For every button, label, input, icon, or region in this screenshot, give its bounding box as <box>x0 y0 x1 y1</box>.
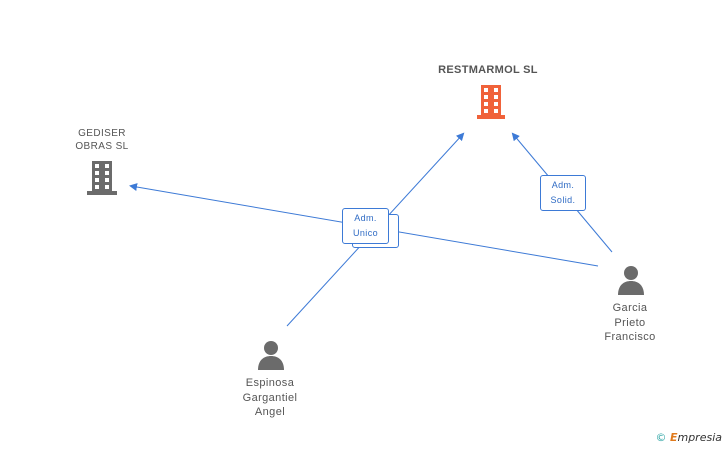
company-name-gediser[interactable]: GEDISER OBRAS SL <box>75 128 129 152</box>
edge-label-adm-solid[interactable]: Adm. Solid. <box>540 175 586 211</box>
building-icon[interactable] <box>86 161 118 195</box>
brand-name: mpresia <box>677 431 722 444</box>
person-name-espinosa[interactable]: Espinosa Gargantiel Angel <box>242 377 298 418</box>
brand-initial: E <box>669 431 678 444</box>
person-name-garcia[interactable]: Garcia Prieto Francisco <box>604 302 656 343</box>
empresia-watermark: © Empresia <box>655 431 722 444</box>
edge-label-adm-unico[interactable]: Adm. Unico <box>342 208 389 244</box>
person-icon[interactable] <box>256 340 286 370</box>
building-icon[interactable] <box>476 85 506 119</box>
copyright-symbol: © <box>655 431 667 444</box>
company-name-restmarmol[interactable]: RESTMARMOL SL <box>438 64 538 76</box>
person-icon[interactable] <box>616 265 646 295</box>
